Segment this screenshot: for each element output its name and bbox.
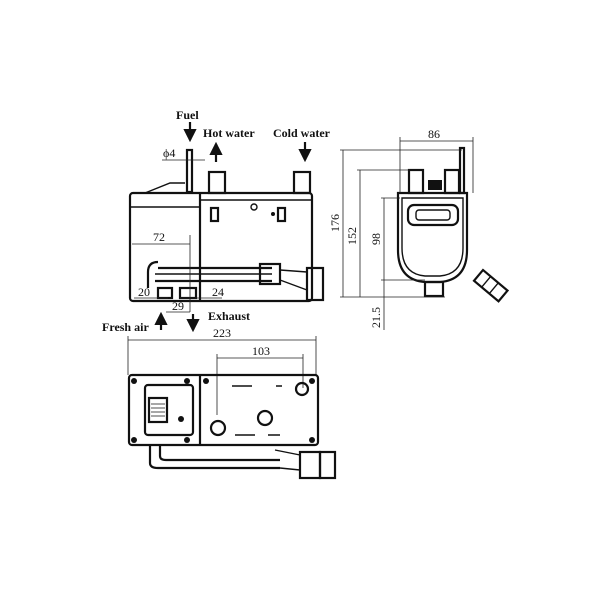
bottom-body-outline bbox=[127, 373, 320, 447]
dim-152: 152 bbox=[345, 227, 359, 245]
end-pipe-right bbox=[443, 168, 461, 195]
fuel-pipe bbox=[185, 148, 194, 194]
dim-98: 98 bbox=[369, 233, 383, 245]
label-plate-icon bbox=[147, 396, 169, 424]
hot-water-pipe bbox=[207, 170, 227, 195]
bottom-port-center bbox=[256, 409, 274, 427]
dim-24: 24 bbox=[212, 285, 224, 299]
end-pipe-left bbox=[407, 168, 425, 195]
dim-29: 29 bbox=[172, 299, 184, 313]
air-pipe-bend bbox=[146, 260, 159, 288]
side-view: Fuel Hot water Cold water Fresh air Exha… bbox=[102, 108, 331, 334]
bottom-view: 223 103 bbox=[127, 326, 337, 480]
end-handle bbox=[406, 203, 460, 227]
bottom-port-right bbox=[294, 381, 310, 397]
label-exhaust: Exhaust bbox=[208, 309, 250, 323]
dim-86: 86 bbox=[428, 127, 440, 141]
bottom-pipe-outer bbox=[148, 445, 280, 470]
end-fuel-pipe bbox=[458, 146, 466, 195]
label-cold-water: Cold water bbox=[273, 126, 331, 140]
dim-223: 223 bbox=[213, 326, 231, 340]
end-view: 86 176 152 98 21.5 bbox=[328, 127, 510, 330]
side-connector bbox=[305, 266, 325, 302]
dim-21-5: 21.5 bbox=[369, 307, 383, 328]
side-top-lip bbox=[144, 182, 185, 194]
end-bottom-port bbox=[423, 280, 445, 298]
bottom-connector bbox=[298, 450, 322, 480]
label-fuel: Fuel bbox=[176, 108, 199, 122]
air-inlet-port bbox=[156, 286, 174, 300]
dim-20: 20 bbox=[138, 285, 150, 299]
side-slot-left bbox=[209, 206, 220, 223]
exhaust-port bbox=[178, 286, 198, 300]
cold-water-pipe bbox=[292, 170, 312, 195]
bottom-port-left bbox=[209, 419, 227, 437]
dim-103: 103 bbox=[252, 344, 270, 358]
end-connector bbox=[472, 268, 510, 303]
side-slot-right bbox=[276, 206, 287, 223]
label-fresh-air: Fresh air bbox=[102, 320, 149, 334]
dim-phi4: ϕ4 bbox=[163, 146, 175, 160]
label-hot-water: Hot water bbox=[203, 126, 255, 140]
dim-176: 176 bbox=[328, 214, 342, 232]
dim-72: 72 bbox=[153, 230, 165, 244]
control-box bbox=[143, 383, 195, 437]
wire-harness bbox=[155, 266, 272, 283]
